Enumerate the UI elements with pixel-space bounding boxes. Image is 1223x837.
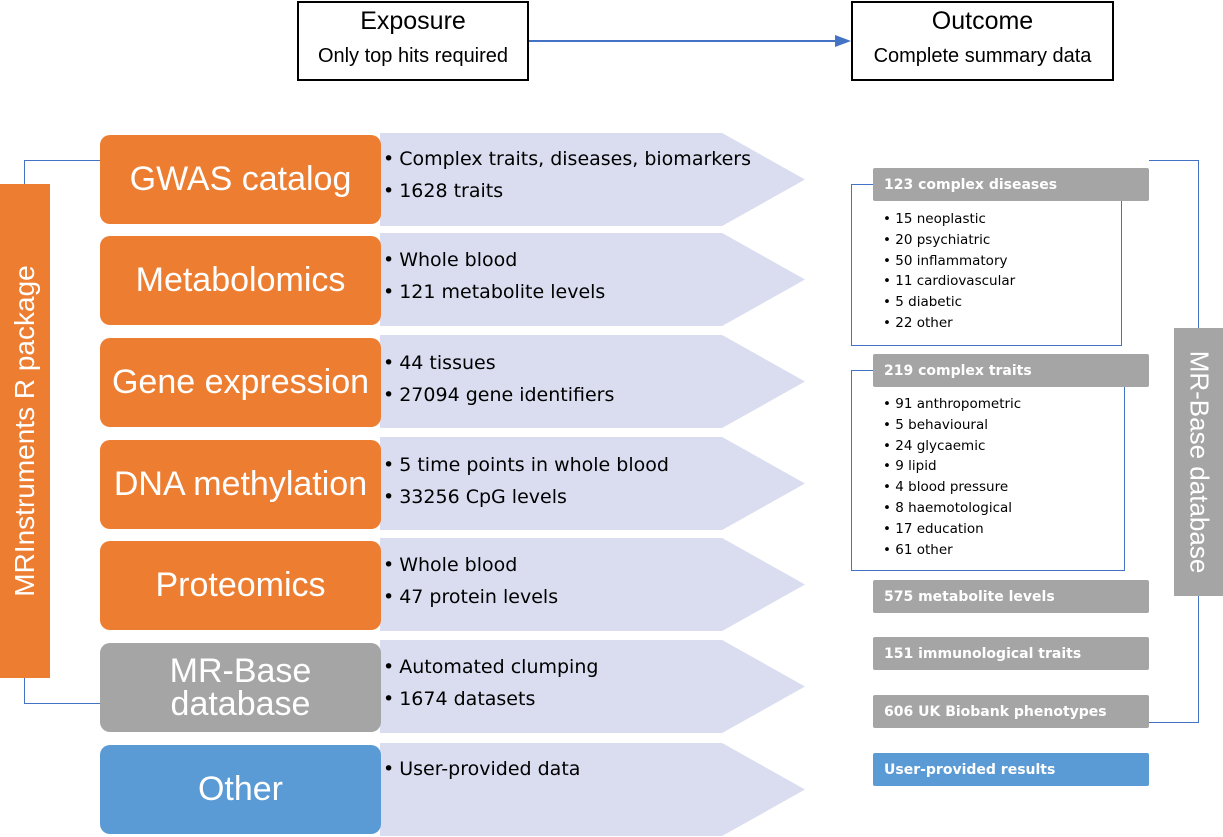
outcome-subtitle: Complete summary data (873, 45, 1092, 67)
list-item: • 61 other (883, 541, 953, 558)
immunological-traits-header: 151 immunological traits (873, 637, 1149, 670)
list-item: •47 protein levels (383, 586, 559, 608)
source-label: Other (197, 770, 284, 808)
exposure-box: Exposure Only top hits required (297, 1, 529, 81)
complex-diseases-list: • 15 neoplastic • 20 psychiatric • 50 in… (873, 201, 1121, 345)
diseases-bracket (851, 184, 873, 185)
mrbase-database-label: MR-Base database (1184, 350, 1214, 574)
traits-bracket-right (1124, 387, 1125, 571)
list-item: •5 time points in whole blood (383, 454, 669, 476)
list-item: •Complex traits, diseases, biomarkers (383, 148, 751, 170)
list-item: •User-provided data (383, 758, 581, 780)
source-label: DNA methylation (113, 465, 368, 503)
list-item: • 8 haemotological (883, 499, 1013, 516)
list-item: •44 tissues (383, 352, 496, 374)
source-mrbase-database: MR-Base database (100, 643, 381, 732)
source-other: Other (100, 745, 381, 834)
source-metabolomics: Metabolomics (100, 236, 381, 325)
list-item: •1628 traits (383, 180, 504, 202)
mrinstruments-label: MRInstruments R package (9, 265, 40, 597)
complex-diseases-header: 123 complex diseases (873, 168, 1149, 201)
list-item: •Automated clumping (383, 656, 599, 678)
list-item: • 91 anthropometric (883, 396, 1022, 412)
exposure-outcome-connector (529, 40, 841, 42)
source-label: Gene expression (111, 363, 370, 401)
traits-bracket-side (851, 370, 852, 571)
outcome-box: Outcome Complete summary data (851, 1, 1114, 81)
source-label: MR-Base database (169, 651, 312, 723)
other-arrow: •User-provided data (380, 743, 805, 836)
exposure-subtitle: Only top hits required (317, 45, 509, 67)
list-item: • 15 neoplastic (883, 211, 986, 227)
outcome-title: Outcome (931, 7, 1034, 35)
diseases-bracket-right (1121, 201, 1122, 346)
metabolite-levels-header: 575 metabolite levels (873, 580, 1149, 613)
left-bracket-top (24, 160, 100, 161)
source-label: Metabolomics (135, 261, 346, 299)
mrbase-database-bar: MR-Base database (1174, 328, 1223, 596)
traits-bracket (851, 370, 873, 371)
uk-biobank-header: 606 UK Biobank phenotypes (873, 695, 1149, 728)
source-label: GWAS catalog (129, 160, 352, 198)
arrowhead-icon (835, 35, 851, 47)
left-bracket-side-bottom (24, 678, 25, 704)
complex-traits-header: 219 complex traits (873, 354, 1149, 387)
right-bracket-bottom (1149, 722, 1199, 723)
dna-methylation-arrow: •5 time points in whole blood •33256 CpG… (380, 437, 805, 530)
diseases-bracket-side (851, 184, 852, 346)
list-item: • 11 cardiovascular (883, 273, 1016, 290)
source-gwas-catalog: GWAS catalog (100, 135, 381, 224)
proteomics-arrow: •Whole blood •47 protein levels (380, 538, 805, 631)
list-item: •Whole blood (383, 554, 518, 576)
mrbase-arrow: •Automated clumping •1674 datasets (380, 640, 805, 733)
list-item: •1674 datasets (383, 688, 536, 710)
list-item: •27094 gene identifiers (383, 384, 615, 406)
source-proteomics: Proteomics (100, 541, 381, 630)
right-bracket-top (1149, 160, 1199, 161)
list-item: •Whole blood (383, 249, 518, 271)
list-item: • 17 education (883, 520, 984, 537)
gene-expression-arrow: •44 tissues •27094 gene identifiers (380, 335, 805, 428)
traits-bracket-bottom (851, 570, 1125, 571)
complex-traits-list: • 91 anthropometric • 5 behavioural • 24… (873, 387, 1124, 570)
list-item: • 24 glycaemic (883, 437, 986, 454)
source-gene-expression: Gene expression (100, 338, 381, 427)
gwas-arrow: •Complex traits, diseases, biomarkers •1… (380, 133, 805, 226)
left-bracket-side-top (24, 160, 25, 184)
right-bracket-side-top (1198, 160, 1199, 328)
list-item: • 22 other (883, 314, 953, 331)
mrinstruments-bar: MRInstruments R package (0, 184, 50, 678)
list-item: • 5 behavioural (883, 416, 988, 433)
list-item: • 9 lipid (883, 458, 937, 475)
list-item: •121 metabolite levels (383, 281, 606, 303)
source-dna-methylation: DNA methylation (100, 440, 381, 529)
exposure-title: Exposure (360, 7, 466, 35)
list-item: • 4 blood pressure (883, 479, 1009, 496)
list-item: •33256 CpG levels (383, 486, 567, 508)
list-item: • 50 inflammatory (883, 252, 1008, 269)
source-label: Proteomics (155, 566, 326, 604)
left-bracket-bottom (24, 703, 100, 704)
list-item: • 20 psychiatric (883, 231, 991, 248)
diseases-bracket-bottom (851, 345, 1122, 346)
right-bracket-side-bottom (1198, 596, 1199, 723)
list-item: • 5 diabetic (883, 294, 963, 311)
metabolomics-arrow: •Whole blood •121 metabolite levels (380, 233, 805, 326)
user-provided-results-header: User-provided results (873, 753, 1149, 786)
